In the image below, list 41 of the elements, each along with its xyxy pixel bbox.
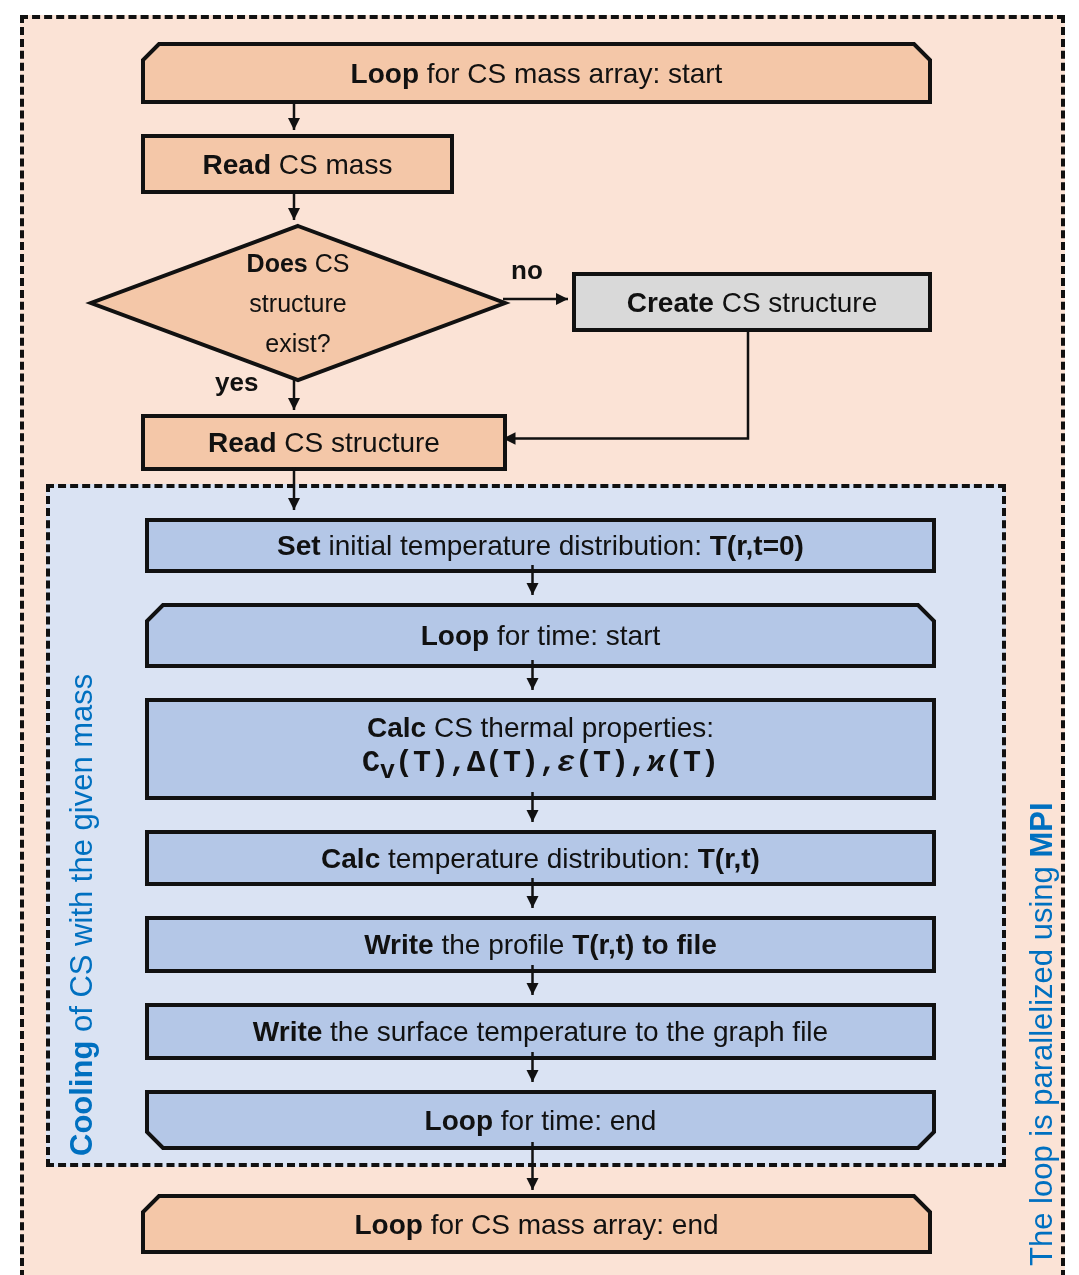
arrow xyxy=(526,965,539,995)
loop-end-box xyxy=(145,1090,936,1150)
arrow xyxy=(287,378,301,410)
loop-start-box xyxy=(145,603,936,668)
edge-label: no xyxy=(510,256,544,285)
loop-start-box xyxy=(141,1194,932,1254)
formula-text: C$_{v}$(T),Δ(T),ε(T),ϰ(T) xyxy=(361,745,720,788)
box-label: Set initial temperature distribution: T(r,t=0) xyxy=(277,529,804,563)
box-label: Loop for time: start xyxy=(420,619,661,653)
process-box xyxy=(145,1003,936,1060)
arrow xyxy=(526,565,539,595)
process-box xyxy=(145,916,936,973)
box-label: Calc CS thermal properties: xyxy=(366,711,714,746)
loop-start-box xyxy=(141,42,932,104)
arrow xyxy=(526,792,539,822)
edge-label: yes xyxy=(214,368,260,397)
box-label: Create CS structure xyxy=(626,285,878,320)
box-label: Calc temperature distribution: T(r,t) xyxy=(321,841,760,876)
box-label: Does CS structure exist? xyxy=(245,248,351,359)
arrow xyxy=(526,1052,539,1082)
vertical-caption: The loop is parallelized using MPI xyxy=(1024,802,1060,1266)
dashed-region xyxy=(20,15,1065,1275)
process-box xyxy=(141,414,507,471)
dashed-region xyxy=(46,484,1006,1167)
box-label: Write the surface temperature to the graph file xyxy=(252,1015,829,1049)
process-box xyxy=(141,134,454,194)
box-label: Loop for CS mass array: end xyxy=(354,1207,719,1242)
box-label: Read CS structure xyxy=(208,426,440,460)
vertical-caption: Cooling of CS with the given mass xyxy=(64,673,100,1156)
process-box xyxy=(572,272,932,332)
process-box xyxy=(145,698,936,800)
process-box xyxy=(145,518,936,573)
box-label: Write the profile T(r,t) to file xyxy=(364,928,717,962)
arrow xyxy=(526,1142,539,1190)
arrow xyxy=(503,292,568,306)
box-label: Read CS mass xyxy=(202,147,393,182)
box-label: Loop for time: end xyxy=(424,1103,657,1138)
arrow xyxy=(526,878,539,908)
arrow xyxy=(526,660,539,690)
box-label: Loop for CS mass array: start xyxy=(350,56,723,91)
process-box xyxy=(145,830,936,886)
